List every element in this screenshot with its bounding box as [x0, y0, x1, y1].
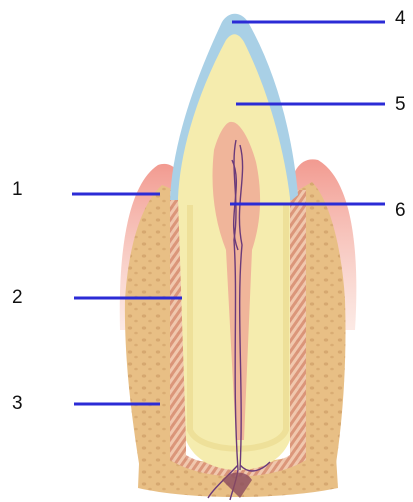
label-2: 2	[12, 287, 23, 308]
label-5: 5	[395, 94, 406, 115]
label-1: 1	[12, 179, 23, 200]
label-4: 4	[395, 8, 406, 29]
label-6: 6	[395, 200, 406, 221]
label-3: 3	[12, 393, 23, 414]
